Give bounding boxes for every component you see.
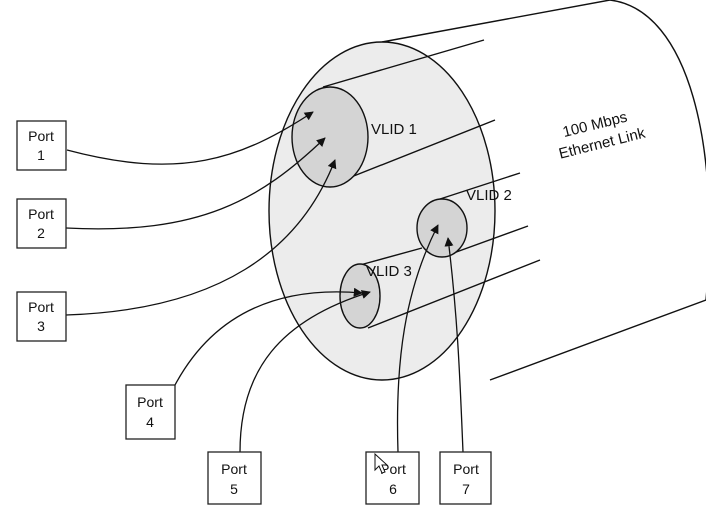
- port-4-box: Port 4: [125, 384, 176, 440]
- cylinder-body: [381, 0, 706, 381]
- port-6-box: Port 6: [365, 451, 420, 505]
- port-3-number: 3: [37, 318, 45, 334]
- port-1-box: Port 1: [16, 120, 67, 171]
- port-3-word: Port: [28, 299, 54, 315]
- vlid-3-label: VLID 3: [366, 263, 412, 280]
- port-2-connector: [65, 137, 326, 230]
- port-3-box: Port 3: [16, 291, 67, 342]
- ethernet-link-label: 100 Mbps Ethernet Link: [557, 109, 647, 163]
- port-6-number: 6: [389, 481, 397, 497]
- port-5-connector: [239, 290, 371, 453]
- vlid-2-tube-lines: [439, 172, 529, 256]
- cylinder-far-end: [609, 0, 706, 300]
- port-5-number: 5: [230, 481, 238, 497]
- vlid-1-label: VLID 1: [371, 121, 417, 138]
- port-7-word: Port: [453, 461, 479, 477]
- port-7-box: Port 7: [439, 451, 492, 505]
- port-2-box: Port 2: [16, 198, 67, 249]
- port-3-connector: [65, 159, 337, 316]
- mouse-cursor-icon: [374, 452, 389, 474]
- port-1-connector: [66, 111, 314, 165]
- port-5-box: Port 5: [207, 451, 262, 505]
- port-4-word: Port: [137, 394, 163, 410]
- vlid-2-label: VLID 2: [466, 187, 512, 204]
- port-2-word: Port: [28, 206, 54, 222]
- port-7-connector: [444, 237, 464, 453]
- port-4-connector: [174, 287, 363, 386]
- port-1-number: 1: [37, 147, 45, 163]
- port-7-number: 7: [462, 481, 470, 497]
- vlid-2-tube-end: [416, 198, 468, 258]
- port-2-number: 2: [37, 225, 45, 241]
- port-4-number: 4: [146, 414, 154, 430]
- connectors: [65, 111, 464, 453]
- port-5-word: Port: [221, 461, 247, 477]
- port-1-word: Port: [28, 128, 54, 144]
- port-6-connector: [396, 224, 439, 453]
